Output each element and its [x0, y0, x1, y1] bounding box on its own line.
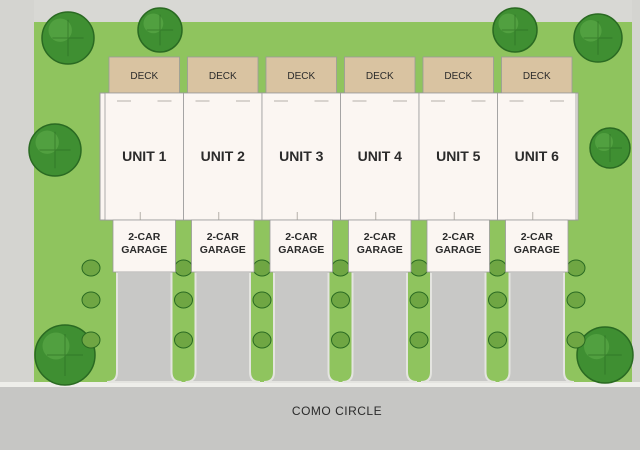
driveway [342, 271, 418, 383]
garage-label: 2-CAR [128, 231, 161, 243]
garage-label: GARAGE [121, 244, 167, 256]
driveway [185, 271, 261, 383]
garage [269, 219, 333, 273]
garage-label: 2-CAR [207, 231, 240, 243]
trees [28, 7, 634, 386]
garage-label: 2-CAR [285, 231, 318, 243]
street-curb [0, 382, 640, 387]
deck-label: DECK [287, 71, 315, 82]
unit-label: UNIT 1 [122, 148, 167, 164]
shrub-icon [81, 331, 101, 349]
right-sidewalk [632, 0, 640, 410]
unit-label: UNIT 2 [201, 148, 246, 164]
tree-icon [41, 11, 95, 65]
street [0, 386, 640, 450]
garage-label: 2-CAR [442, 231, 475, 243]
unit-body [418, 92, 498, 221]
door-mark [509, 100, 564, 220]
deck-label: DECK [130, 71, 158, 82]
shrub-icon [331, 331, 350, 349]
tree-icon [34, 324, 96, 386]
shrub-icon [409, 331, 429, 349]
shrub-icon [174, 259, 193, 277]
garage [112, 219, 176, 273]
driveways [106, 271, 575, 383]
deck-label: DECK [444, 71, 472, 82]
garage [505, 219, 569, 273]
driveway [499, 271, 575, 383]
tree-icon [589, 127, 631, 169]
shrub-icon [174, 291, 193, 309]
tree-icon [576, 326, 634, 384]
street-name-label: COMO CIRCLE [292, 404, 382, 418]
garage-label: 2-CAR [364, 231, 397, 243]
garage-label: GARAGE [278, 244, 324, 256]
shrub-icon [488, 331, 507, 349]
unit-label: UNIT 3 [279, 148, 324, 164]
garage [348, 219, 412, 273]
door-mark [431, 100, 486, 220]
top-sidewalk [0, 0, 640, 22]
shrub-icon [566, 331, 586, 349]
garage-label: GARAGE [514, 244, 560, 256]
shrub-icon [566, 259, 586, 277]
deck-label: DECK [209, 71, 237, 82]
left-sidewalk [0, 0, 34, 410]
shrub-icon [409, 291, 429, 309]
tree-icon [573, 13, 623, 63]
unit-label: UNIT 5 [436, 148, 481, 164]
garage-label: GARAGE [200, 244, 246, 256]
unit-body [104, 92, 184, 221]
tree-icon [137, 7, 183, 53]
shrub-icon [174, 331, 193, 349]
shrub-icon [331, 259, 350, 277]
unit-body [497, 92, 577, 221]
garage [426, 219, 490, 273]
unit-body [261, 92, 341, 221]
garage-label: GARAGE [435, 244, 481, 256]
door-mark [195, 100, 250, 220]
garage-label: 2-CAR [521, 231, 554, 243]
shrub-icon [81, 259, 101, 277]
shrub-icon [252, 331, 272, 349]
shrub-icon [409, 259, 429, 277]
driveway [420, 271, 496, 383]
tree-icon [28, 123, 82, 177]
door-mark [352, 100, 407, 220]
garage-label: GARAGE [357, 244, 403, 256]
unit-body [183, 92, 263, 221]
deck [344, 56, 416, 94]
unit-label: UNIT 4 [358, 148, 403, 164]
shrub-icon [488, 259, 507, 277]
driveway [106, 271, 182, 383]
unit-body [340, 92, 420, 221]
shrub-icon [252, 259, 272, 277]
tree-icon [492, 7, 538, 53]
garage [191, 219, 255, 273]
door-mark [274, 100, 329, 220]
deck-label: DECK [366, 71, 394, 82]
shrub-icon [566, 291, 586, 309]
door-mark [117, 100, 172, 220]
shrub-icon [331, 291, 350, 309]
shrub-icon [81, 291, 101, 309]
deck-label: DECK [523, 71, 551, 82]
driveway [263, 271, 339, 383]
shrub-icon [488, 291, 507, 309]
shrub-icon [252, 291, 272, 309]
unit-label: UNIT 6 [515, 148, 560, 164]
